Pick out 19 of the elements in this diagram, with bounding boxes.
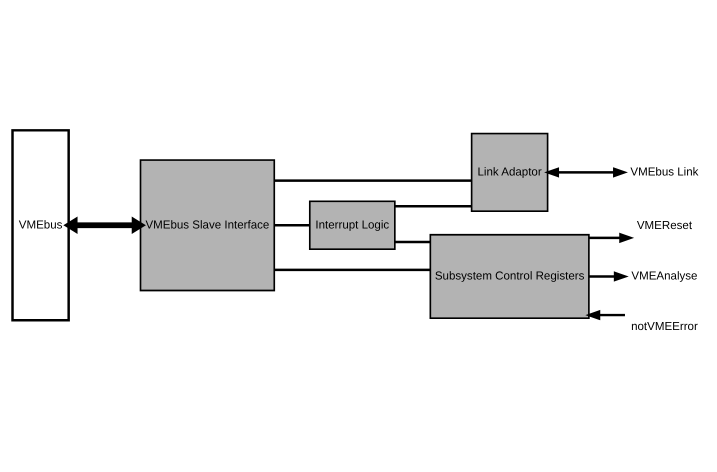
connector — [274, 224, 310, 226]
node-text: notVMEError — [631, 320, 698, 333]
node-text: VMEbus Link — [630, 166, 698, 178]
arrow — [585, 310, 625, 320]
node-box: Link Adaptor — [470, 132, 548, 212]
arrow — [589, 271, 629, 282]
node-box: Subsystem Control Registers — [430, 234, 590, 319]
connector — [274, 179, 472, 182]
node-box: VMEbus Slave Interface — [140, 159, 276, 292]
connector — [274, 268, 430, 272]
node-box: Interrupt Logic — [308, 200, 396, 250]
arrow — [63, 216, 146, 234]
arrow — [544, 167, 628, 178]
node-text: VMEReset — [636, 220, 692, 232]
connector — [394, 205, 472, 208]
arrow — [589, 232, 634, 244]
node-box: VMEbus — [11, 129, 70, 322]
node-text: VMEAnalyse — [631, 270, 698, 283]
connector — [394, 240, 430, 244]
